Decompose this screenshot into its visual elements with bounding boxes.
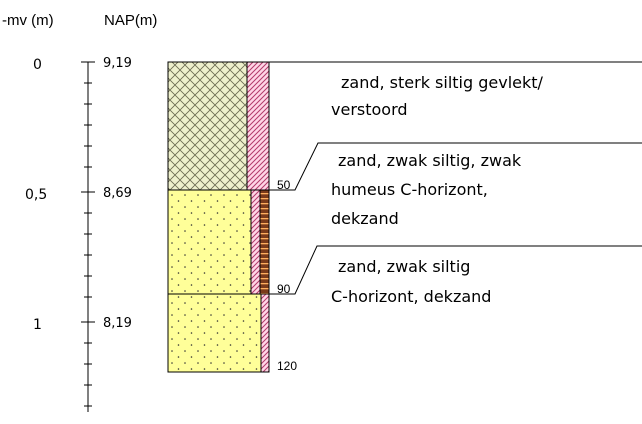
nap-tick-label: 8,19 [103, 316, 132, 331]
layer-description: C-horizont, dekzand [331, 287, 491, 306]
layer-bottom-depth: 120 [277, 359, 297, 373]
layer-description: humeus C-horizont, [331, 180, 488, 199]
depth-tick-label: 0,5 [25, 187, 47, 203]
depth-tick-label: 0 [33, 57, 42, 73]
depth-tick-label: 1 [33, 317, 42, 333]
depth-axis [81, 61, 95, 412]
soil-layer-2 [167, 189, 270, 295]
layer-bottom-depth: 50 [277, 178, 291, 192]
nap-tick-label: 8,69 [103, 186, 132, 201]
leader-lines [269, 61, 642, 295]
depth-axis-header: -mv (m) [2, 12, 54, 29]
nap-axis-header: NAP(m) [104, 12, 157, 29]
layer-description: dekzand [331, 209, 399, 228]
nap-tick-label: 9,19 [103, 56, 132, 71]
layer-description: zand, zwak siltig [338, 257, 470, 276]
layer-description: zand, zwak siltig, zwak [338, 151, 522, 170]
layer-bottom-depth: 90 [277, 282, 291, 296]
layer-description: verstoord [331, 100, 408, 119]
soil-layer-3 [167, 293, 270, 373]
layer-description: zand, sterk siltig gevlekt/ [341, 73, 544, 92]
soil-layer-1 [167, 61, 270, 191]
